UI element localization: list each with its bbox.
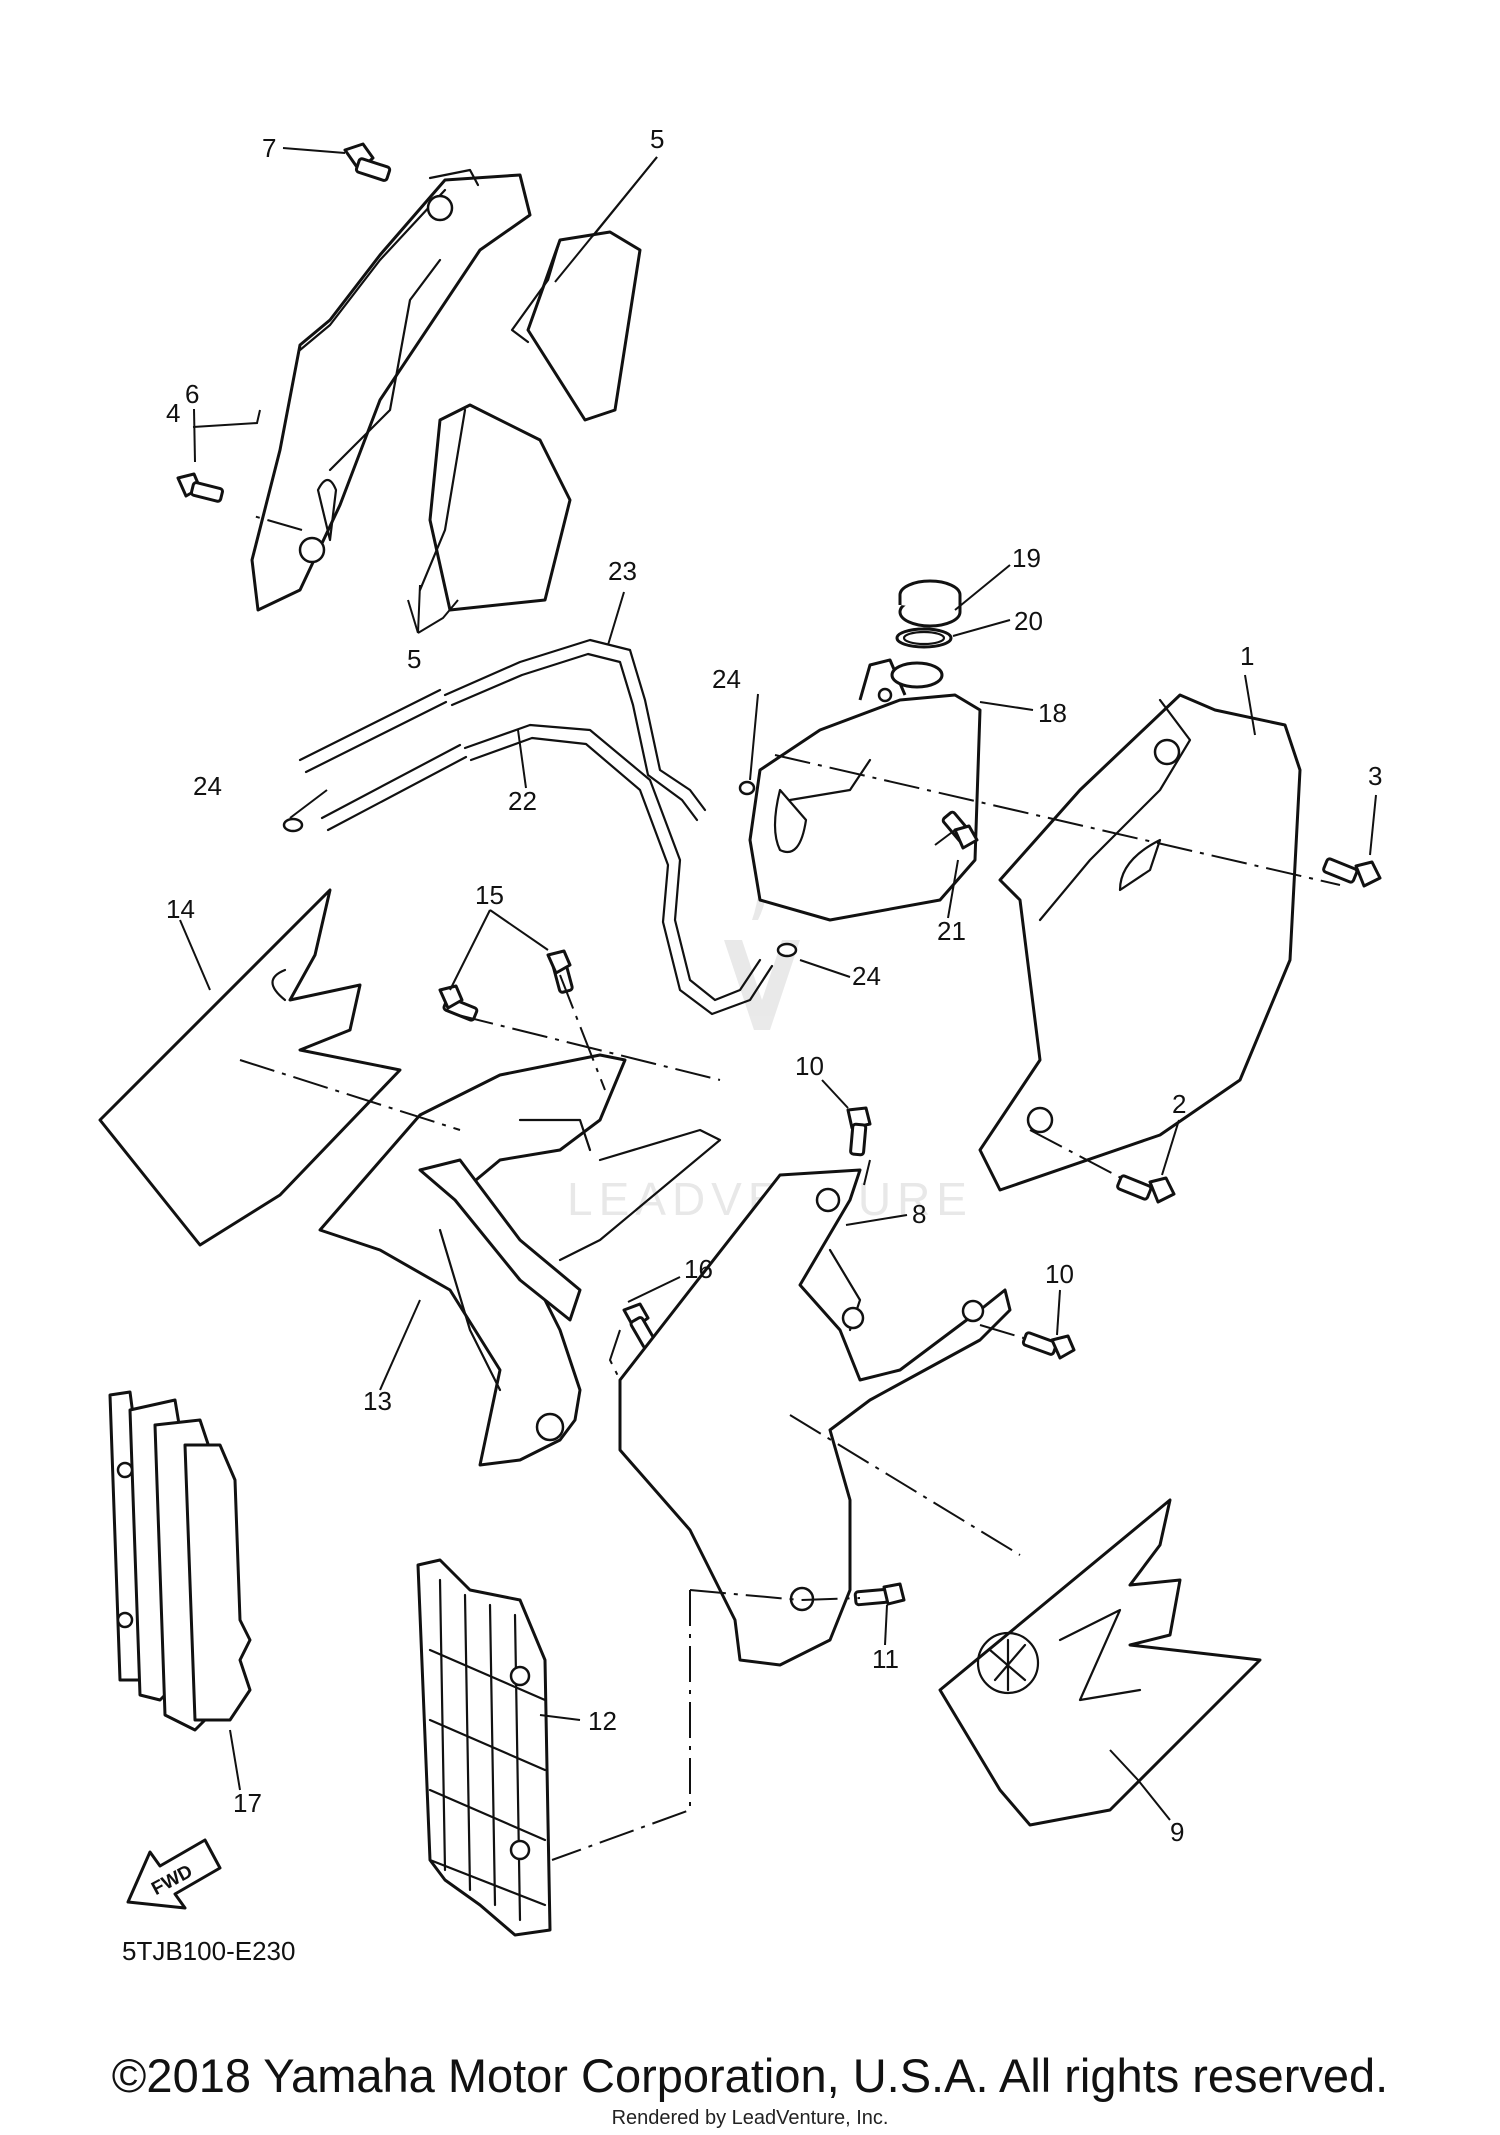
callout-22: 22 [508,786,537,816]
callout-10-top: 10 [795,1051,824,1081]
callout-4: 4 [166,398,180,428]
part-24-clamps [282,780,798,958]
callout-16: 16 [684,1254,713,1284]
callout-labels: 1 2 3 4 5 5 6 7 8 9 10 10 11 12 13 14 15… [166,124,1382,1847]
callout-3: 3 [1368,761,1382,791]
callout-5-lower: 5 [407,644,421,674]
part-7-bolt [343,142,392,182]
callout-19: 19 [1012,543,1041,573]
part-11-bolt [853,1582,906,1607]
part-4-side-cover [250,168,532,612]
part-2-bolt [1116,1174,1176,1204]
part-17-radiator-guard [108,1390,252,1732]
callout-5-upper: 5 [650,124,664,154]
callout-7: 7 [262,133,276,163]
part-6-bolt [176,472,224,503]
diagram-code: 5TJB100-E230 [122,1936,296,1966]
part-12-radiator-grille [416,1558,552,1937]
part-9-decal [938,1498,1262,1827]
alignment-lines [239,514,1341,1861]
callout-8: 8 [912,1199,926,1229]
part-10-bolt-top [846,1106,872,1157]
callout-20: 20 [1014,606,1043,636]
callout-24-right: 24 [852,961,881,991]
part-14-decal [98,888,402,1247]
rendered-by-credit: Rendered by LeadVenture, Inc. [611,2107,889,2129]
callout-9: 9 [1170,1817,1184,1847]
part-1-side-cover [978,693,1302,1192]
copyright-notice: ©2018 Yamaha Motor Corporation, U.S.A. A… [111,2049,1389,2102]
callout-2: 2 [1172,1089,1186,1119]
callout-11: 11 [872,1644,899,1674]
callout-12: 12 [588,1706,617,1736]
callout-21: 21 [937,916,966,946]
part-3-bolt [1322,857,1382,888]
part-22-23-hoses [298,638,774,1016]
part-10-bolt-right [1021,1331,1076,1360]
part-5-panels [418,230,642,612]
part-13-shroud [318,1053,722,1467]
leader-lines [179,147,1377,1821]
fwd-arrow-icon: FWD [126,1838,222,1910]
callout-23: 23 [608,556,637,586]
callout-17: 17 [233,1788,262,1818]
part-15-bolts [438,949,574,1022]
part-19-cap [898,579,962,628]
callout-1: 1 [1240,641,1254,671]
part-21-bolt [941,810,979,850]
callout-15: 15 [475,880,504,910]
callout-14: 14 [166,894,195,924]
callout-13: 13 [363,1386,392,1416]
callout-10-right: 10 [1045,1259,1074,1289]
part-20-o-ring [895,627,953,649]
callout-24-left: 24 [193,771,222,801]
part-18-reservoir-tank [748,658,982,922]
part-8-radiator-cover [618,1168,1012,1667]
callout-6: 6 [185,379,199,409]
callout-18: 18 [1038,698,1067,728]
callout-24-middle: 24 [712,664,741,694]
